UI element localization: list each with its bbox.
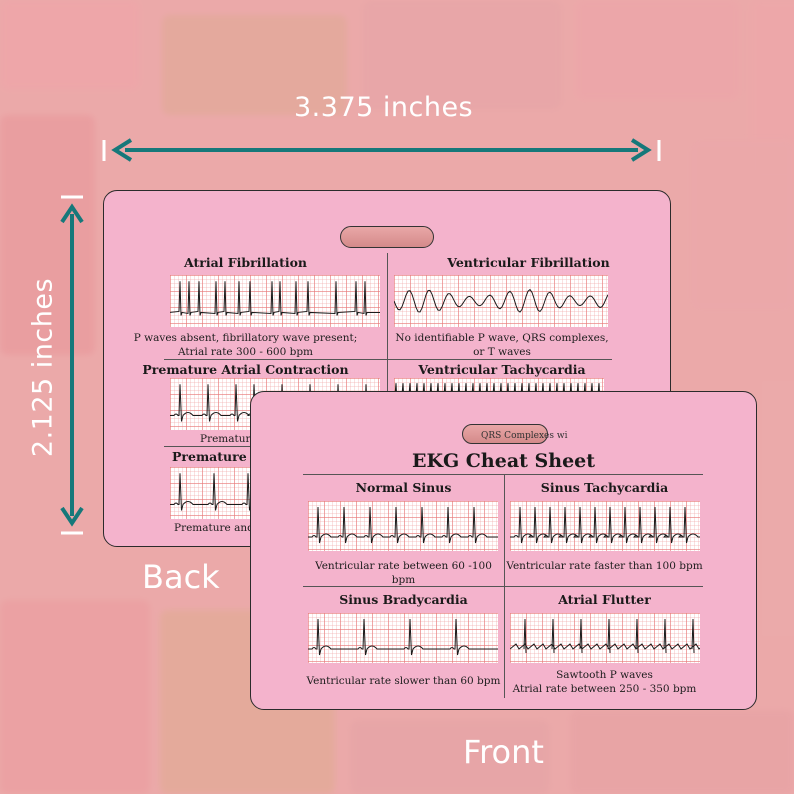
panel-description: Premature (200, 433, 257, 445)
front-label: Front (463, 733, 544, 771)
divider (387, 253, 388, 523)
lanyard-slot (462, 424, 548, 444)
card-title: EKG Cheat Sheet (411, 450, 596, 472)
ekg-strip (308, 501, 498, 551)
panel-title: Premature Ve (172, 449, 268, 464)
panel-description: Ventricular rate between 60 -100 bpm (315, 560, 492, 587)
width-dimension-label: 3.375 inches (294, 92, 474, 123)
ekg-trace (308, 506, 498, 544)
panel-description: P waves absent, fibrillatory wave presen… (133, 332, 358, 359)
panel-title: Ventricular Tachycardia (418, 362, 586, 377)
ekg-strip (308, 613, 498, 663)
ekg-trace (394, 288, 608, 313)
height-arrow (60, 195, 84, 535)
divider (303, 474, 703, 475)
back-label: Back (142, 558, 220, 596)
ekg-trace (170, 281, 380, 316)
lanyard-slot (340, 226, 434, 248)
ekg-strip (510, 501, 700, 551)
divider (303, 586, 703, 587)
panel-title: Sinus Bradycardia (339, 592, 468, 607)
panel-title: Ventricular Fibrillation (447, 255, 610, 270)
ekg-trace (308, 618, 498, 656)
ekg-trace (510, 618, 700, 654)
width-arrow (102, 138, 661, 162)
height-dimension-label: 2.125 inches (27, 277, 59, 458)
front-card: QRS Complexes wi EKG Cheat Sheet Normal … (250, 391, 757, 710)
ekg-strip (510, 613, 700, 663)
panel-title: Premature Atrial Contraction (142, 362, 349, 377)
ekg-trace (510, 506, 700, 544)
panel-title: Atrial Fibrillation (183, 255, 308, 270)
ekg-strip (170, 275, 380, 327)
panel-title: Sinus Tachycardia (540, 480, 669, 495)
ekg-strip (394, 275, 608, 327)
panel-title: Normal Sinus (355, 480, 452, 495)
panel-description: No identifiable P wave, QRS complexes,or… (395, 332, 609, 359)
panel-description: Ventricular rate slower than 60 bpm (306, 675, 501, 687)
panel-description: Ventricular rate faster than 100 bpm (506, 560, 703, 572)
panel-description: Premature and (174, 522, 254, 534)
panel-title: Atrial Flutter (558, 592, 651, 607)
back-text-through-slot: QRS Complexes wi (481, 431, 568, 441)
divider (164, 359, 612, 360)
